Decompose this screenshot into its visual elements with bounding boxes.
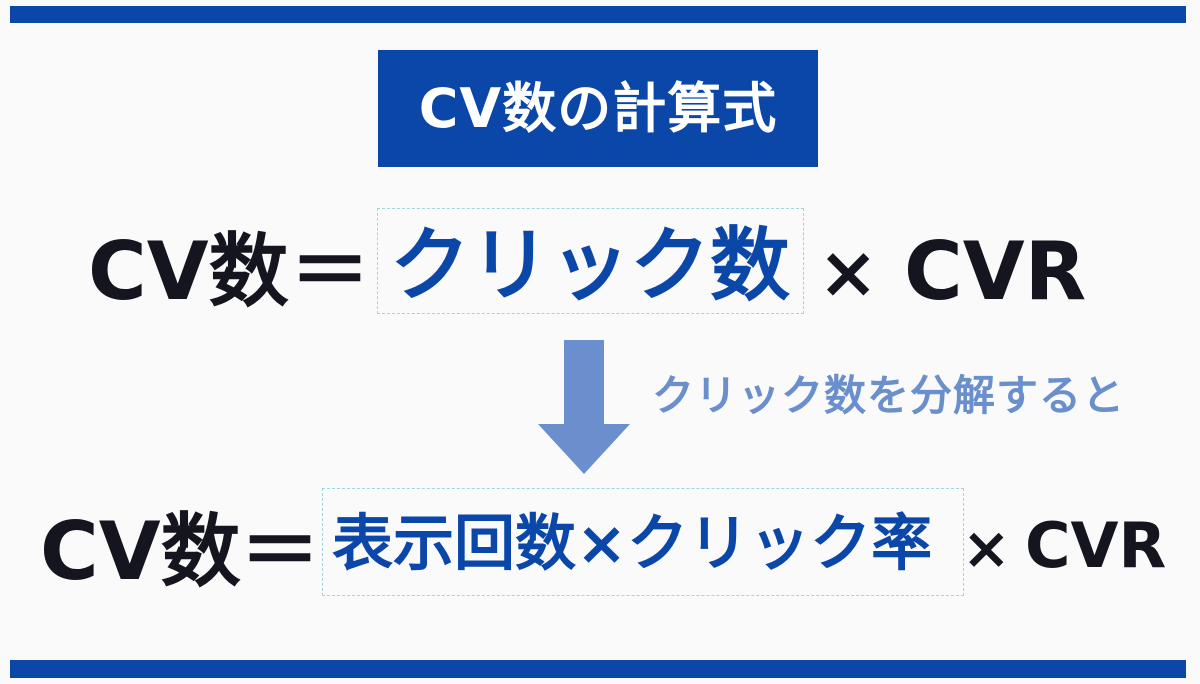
formula1-lhs: CV数 — [88, 225, 289, 318]
formula1-highlight-term: クリック数 — [390, 219, 790, 312]
arrow-down-icon — [538, 340, 630, 474]
formula2-multiply-sign: × — [962, 514, 1011, 582]
formula2-highlight-box — [322, 488, 964, 596]
formula2-equals: ＝ — [240, 505, 320, 598]
formula2-highlight-term: 表示回数×クリック率 — [332, 508, 933, 579]
slide-title: CV数の計算式 — [378, 50, 818, 167]
formula1-rhs: CVR — [904, 225, 1087, 318]
top-accent-bar — [10, 6, 1186, 23]
formula1-multiply-sign: × — [818, 230, 879, 314]
formula2-lhs: CV数 — [40, 505, 241, 598]
formula1-highlight-box — [377, 208, 804, 314]
formula1-equals: ＝ — [290, 225, 370, 318]
decompose-note: クリック数を分解すると — [652, 371, 1126, 420]
formula2-rhs: CVR — [1025, 509, 1167, 582]
bottom-accent-bar — [10, 660, 1186, 678]
